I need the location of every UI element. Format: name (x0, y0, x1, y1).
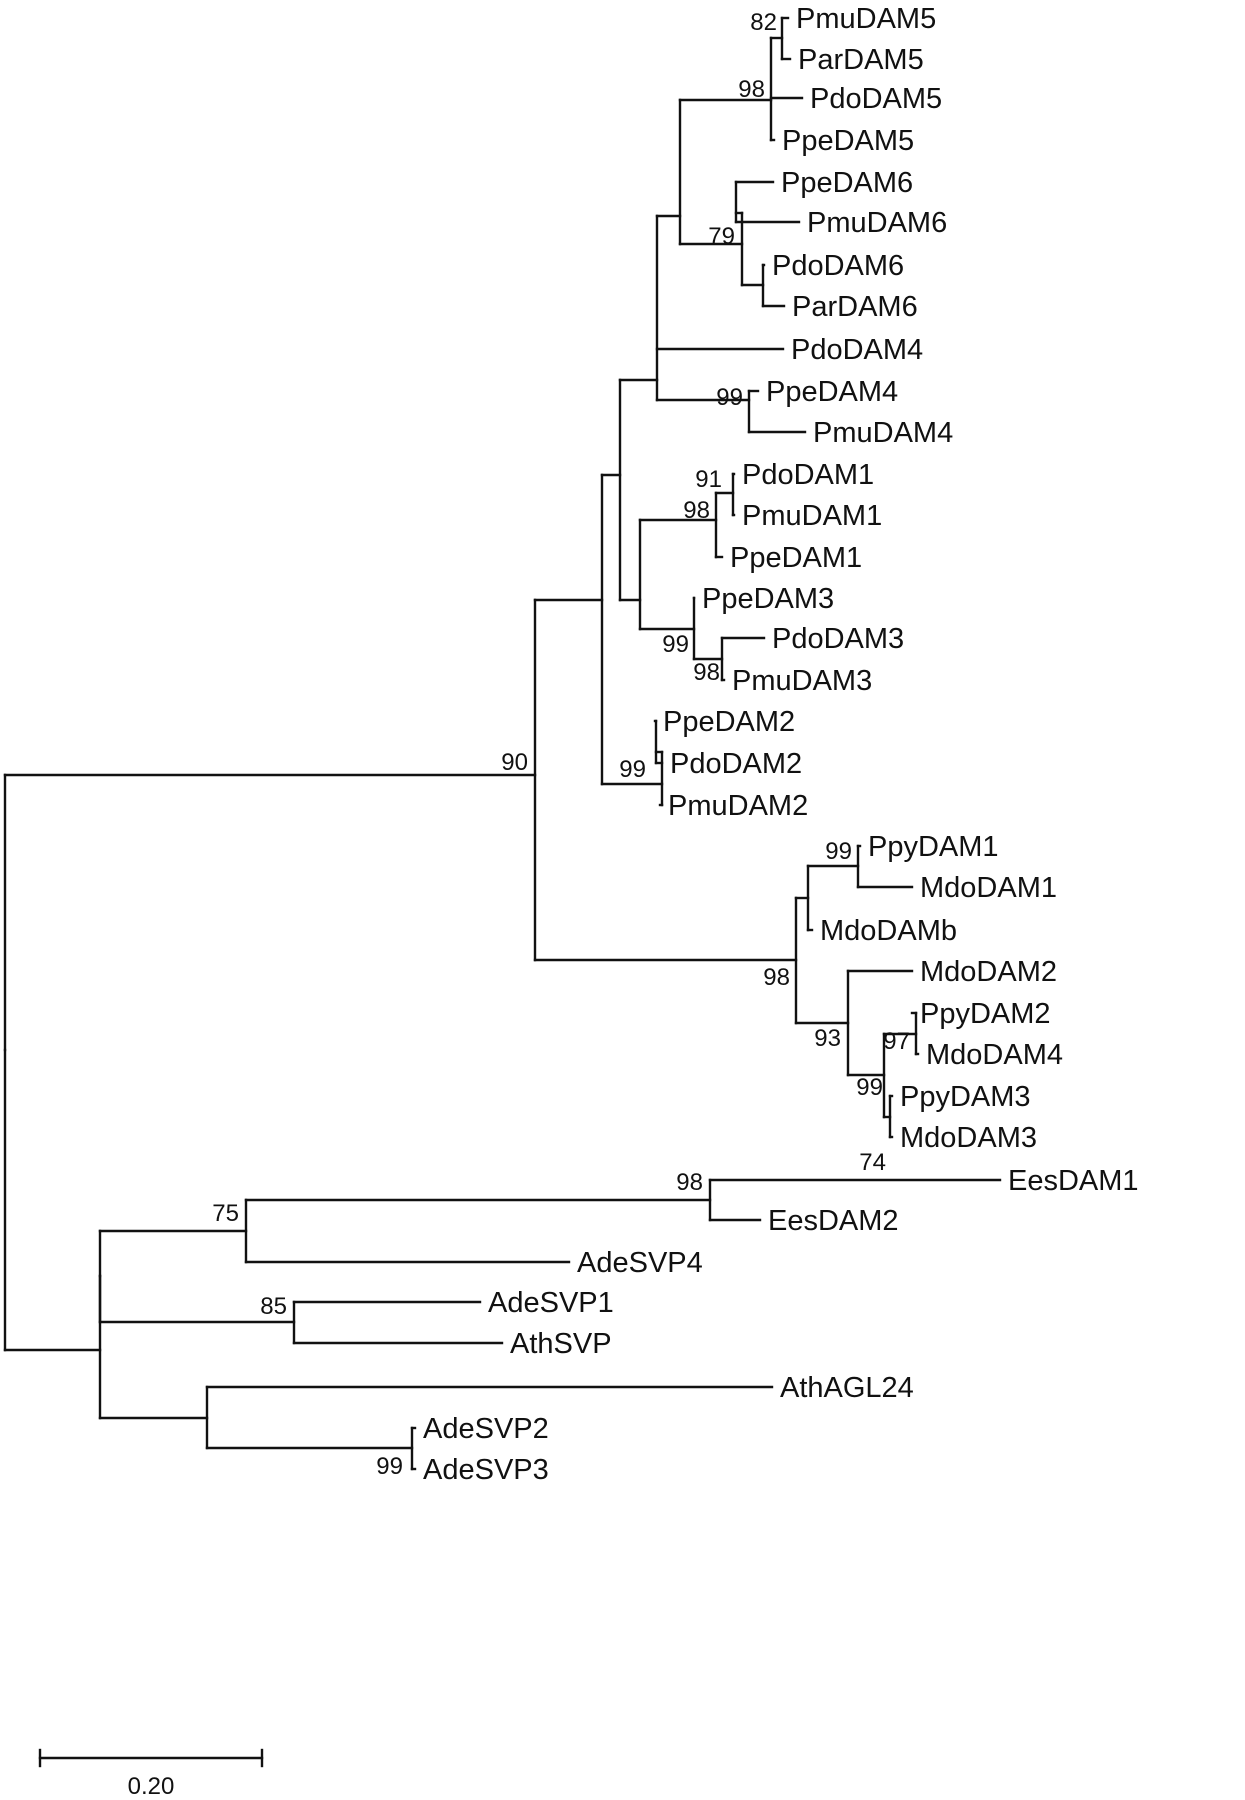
bootstrap-value: 93 (814, 1025, 841, 1052)
scale-bar-label: 0.20 (128, 1773, 175, 1800)
bootstrap-value: 99 (619, 756, 646, 783)
bootstrap-value: 75 (212, 1200, 239, 1227)
taxon-label-pardam5: ParDAM5 (798, 44, 924, 76)
taxon-label-ppedam5: PpeDAM5 (782, 125, 914, 157)
bootstrap-value: 98 (683, 497, 710, 524)
taxon-label-pmudam5: PmuDAM5 (796, 3, 936, 35)
bootstrap-value: 99 (376, 1453, 403, 1480)
bootstrap-value: 99 (856, 1074, 883, 1101)
bootstrap-value: 85 (260, 1293, 287, 1320)
bootstrap-value: 98 (763, 964, 790, 991)
taxon-label-mdodam3: MdoDAM3 (900, 1122, 1037, 1154)
taxon-label-adesvp4: AdeSVP4 (577, 1247, 703, 1279)
taxon-label-athsvp: AthSVP (510, 1328, 612, 1360)
taxon-label-adesvp3: AdeSVP3 (423, 1454, 549, 1486)
bootstrap-value: 82 (750, 9, 777, 36)
taxon-label-eesdam1: EesDAM1 (1008, 1165, 1139, 1197)
taxon-label-pdodam5: PdoDAM5 (810, 83, 942, 115)
taxon-label-mdodam2: MdoDAM2 (920, 956, 1057, 988)
bootstrap-value: 79 (708, 223, 735, 250)
taxon-label-ppedam1: PpeDAM1 (730, 542, 862, 574)
bootstrap-value: 91 (695, 466, 722, 493)
taxon-label-pdodam6: PdoDAM6 (772, 250, 904, 282)
taxon-label-eesdam2: EesDAM2 (768, 1205, 899, 1237)
taxon-label-pmudam2: PmuDAM2 (668, 790, 808, 822)
bootstrap-value: 90 (501, 749, 528, 776)
bootstrap-value: 99 (825, 838, 852, 865)
bootstrap-value: 98 (693, 659, 720, 686)
taxon-label-ppydam2: PpyDAM2 (920, 998, 1051, 1030)
taxon-label-pdodam2: PdoDAM2 (670, 748, 802, 780)
taxon-label-pmudam1: PmuDAM1 (742, 500, 882, 532)
taxon-label-ppydam3: PpyDAM3 (900, 1081, 1031, 1113)
bootstrap-value: 98 (738, 76, 765, 103)
taxon-label-ppedam2: PpeDAM2 (663, 706, 795, 738)
taxon-label-pmudam4: PmuDAM4 (813, 417, 953, 449)
taxon-label-mdodam1: MdoDAM1 (920, 872, 1057, 904)
taxon-label-adesvp2: AdeSVP2 (423, 1413, 549, 1445)
taxon-label-pdodam4: PdoDAM4 (791, 334, 923, 366)
taxon-label-ppedam3: PpeDAM3 (702, 583, 834, 615)
taxon-label-adesvp1: AdeSVP1 (488, 1287, 614, 1319)
taxon-label-athagl24: AthAGL24 (780, 1372, 914, 1404)
taxon-label-pardam6: ParDAM6 (792, 291, 918, 323)
taxon-label-mdodamb: MdoDAMb (820, 915, 957, 947)
bootstrap-value: 99 (662, 631, 689, 658)
taxon-label-mdodam4: MdoDAM4 (926, 1039, 1063, 1071)
taxon-label-pmudam6: PmuDAM6 (807, 207, 947, 239)
bootstrap-value: 98 (676, 1169, 703, 1196)
bootstrap-value: 99 (716, 384, 743, 411)
taxon-label-ppedam6: PpeDAM6 (781, 167, 913, 199)
taxon-label-ppedam4: PpeDAM4 (766, 376, 898, 408)
bootstrap-value: 74 (859, 1149, 886, 1176)
taxon-label-pdodam3: PdoDAM3 (772, 623, 904, 655)
bootstrap-value: 97 (883, 1028, 910, 1055)
taxon-label-ppydam1: PpyDAM1 (868, 831, 999, 863)
taxon-label-pdodam1: PdoDAM1 (742, 459, 874, 491)
taxon-label-pmudam3: PmuDAM3 (732, 665, 872, 697)
